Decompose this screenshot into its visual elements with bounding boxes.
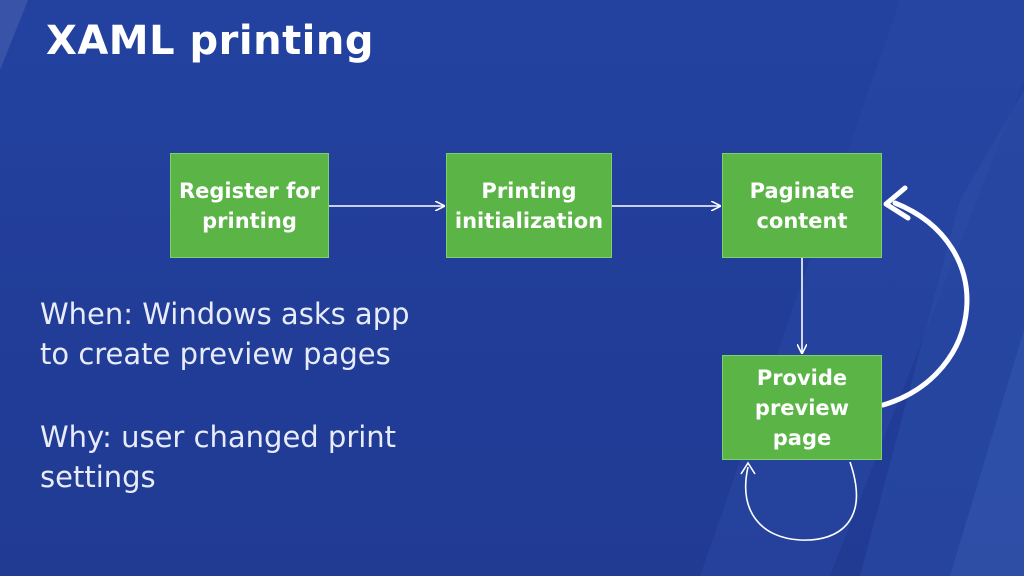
node-printing-initialization: Printing initialization — [446, 153, 612, 258]
node-provide-preview-page: Provide preview page — [722, 355, 882, 460]
node-register-for-printing: Register for printing — [170, 153, 329, 258]
node-label: Printing initialization — [454, 178, 604, 233]
edge-preview-to-paginate-loop — [880, 200, 970, 408]
corner-streak — [0, 0, 28, 70]
edge-preview-self-loop — [744, 461, 858, 541]
right-streak-3 — [950, 330, 1024, 576]
note-why: Why: user changed print settings — [40, 420, 397, 494]
node-label: Paginate content — [749, 178, 855, 233]
node-paginate-content: Paginate content — [722, 153, 882, 258]
note-when: When: Windows asks app to create preview… — [40, 297, 410, 371]
node-label: Provide preview page — [754, 365, 850, 450]
self-loop-arrowhead — [740, 461, 756, 475]
right-streak-2 — [860, 90, 1024, 576]
loop-arrowhead — [883, 185, 911, 221]
slide-title: XAML printing — [46, 18, 375, 64]
node-label: Register for printing — [178, 178, 320, 233]
